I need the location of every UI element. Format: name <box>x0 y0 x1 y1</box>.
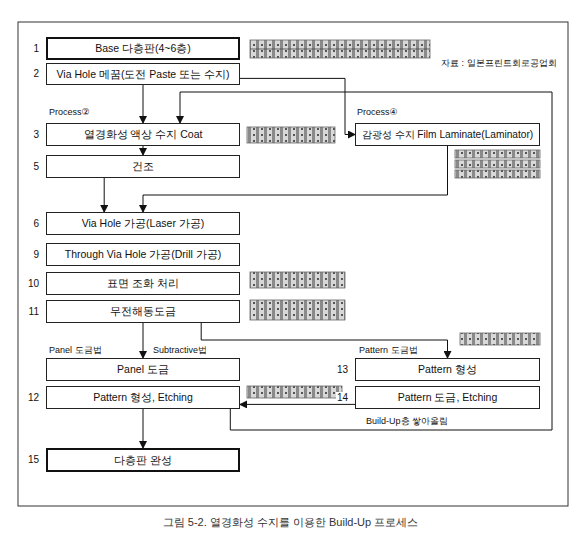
step-number: 14 <box>336 392 349 404</box>
process-label: Build-Up층 쌓아올림 <box>365 416 449 426</box>
step-text: 다층판 완성 <box>114 454 172 466</box>
process-label: Process④ <box>356 107 399 117</box>
flow-arrow <box>143 323 144 358</box>
process-box: 감광성 수지 Film Laminate(Laminator) <box>355 123 540 146</box>
flow-arrow <box>143 146 144 155</box>
step-text: Pattern 도금, Etching <box>398 391 498 403</box>
process-box: Base 다층판(4~6층) <box>46 37 240 60</box>
process-box: Via Hole 메꿈(도전 Paste 또는 수지) <box>46 63 240 85</box>
flow-arrow <box>201 323 447 358</box>
step-text: 감광성 수지 Film Laminate(Laminator) <box>362 129 534 141</box>
flow-arrow <box>240 78 355 134</box>
step-text: Through Via Hole 가공(Drill 가공) <box>65 248 221 260</box>
step-text: 열경화성 액상 수지 Coat <box>84 128 203 140</box>
step-number: 13 <box>336 364 349 376</box>
step-number: 11 <box>28 306 40 318</box>
flow-arrow <box>104 178 105 212</box>
process-box: Through Via Hole 가공(Drill 가공) <box>46 243 240 266</box>
process-box: Pattern 형성 <box>355 358 540 381</box>
outer-frame <box>18 22 568 506</box>
step-text: 무전해동도금 <box>110 305 176 317</box>
flow-arrow <box>143 85 144 123</box>
process-box: Via Hole 가공(Laser 가공) <box>46 212 240 235</box>
process-box: 건조 <box>46 155 240 178</box>
source-note: 자료 : 일본프린트회로공업회 <box>440 58 558 68</box>
step-text: Base 다층판(4~6층) <box>95 42 191 54</box>
step-text: 표면 조화 처리 <box>107 277 179 289</box>
process-label: Subtractive법 <box>152 345 208 355</box>
step-text: Pattern 형성, Etching <box>93 391 193 403</box>
step-number: 15 <box>27 454 40 466</box>
process-box: 무전해동도금 <box>46 300 240 323</box>
process-label: Process② <box>48 107 91 117</box>
flow-arrow <box>240 404 355 405</box>
step-text: 건조 <box>132 160 154 172</box>
step-text: Via Hole 가공(Laser 가공) <box>82 217 205 229</box>
step-number: 12 <box>27 392 40 404</box>
step-text: Pattern 형성 <box>418 363 477 375</box>
process-box: 표면 조화 처리 <box>46 272 240 295</box>
process-box: Pattern 도금, Etching <box>355 386 540 409</box>
step-number: 6 <box>32 218 40 230</box>
step-number: 3 <box>32 129 40 141</box>
process-box: Pattern 형성, Etching <box>46 386 240 409</box>
process-box: Panel 도금 <box>46 358 240 381</box>
step-number: 2 <box>32 68 40 80</box>
board-cross-section <box>247 40 540 398</box>
step-number: 1 <box>32 43 40 55</box>
process-label: Panel 도금법 <box>48 345 103 355</box>
step-text: Panel 도금 <box>117 363 169 375</box>
figure-caption: 그림 5-2. 열경화성 수지를 이용한 Build-Up 프로세스 <box>0 515 581 530</box>
step-text: Via Hole 메꿈(도전 Paste 또는 수지) <box>56 68 229 80</box>
flow-arrow <box>143 409 144 448</box>
process-box: 열경화성 액상 수지 Coat <box>46 123 240 146</box>
process-label: Pattern 도금법 <box>358 345 419 355</box>
process-box: 다층판 완성 <box>46 448 240 472</box>
step-number: 10 <box>27 278 40 290</box>
step-number: 9 <box>32 249 40 261</box>
step-number: 5 <box>32 161 40 173</box>
